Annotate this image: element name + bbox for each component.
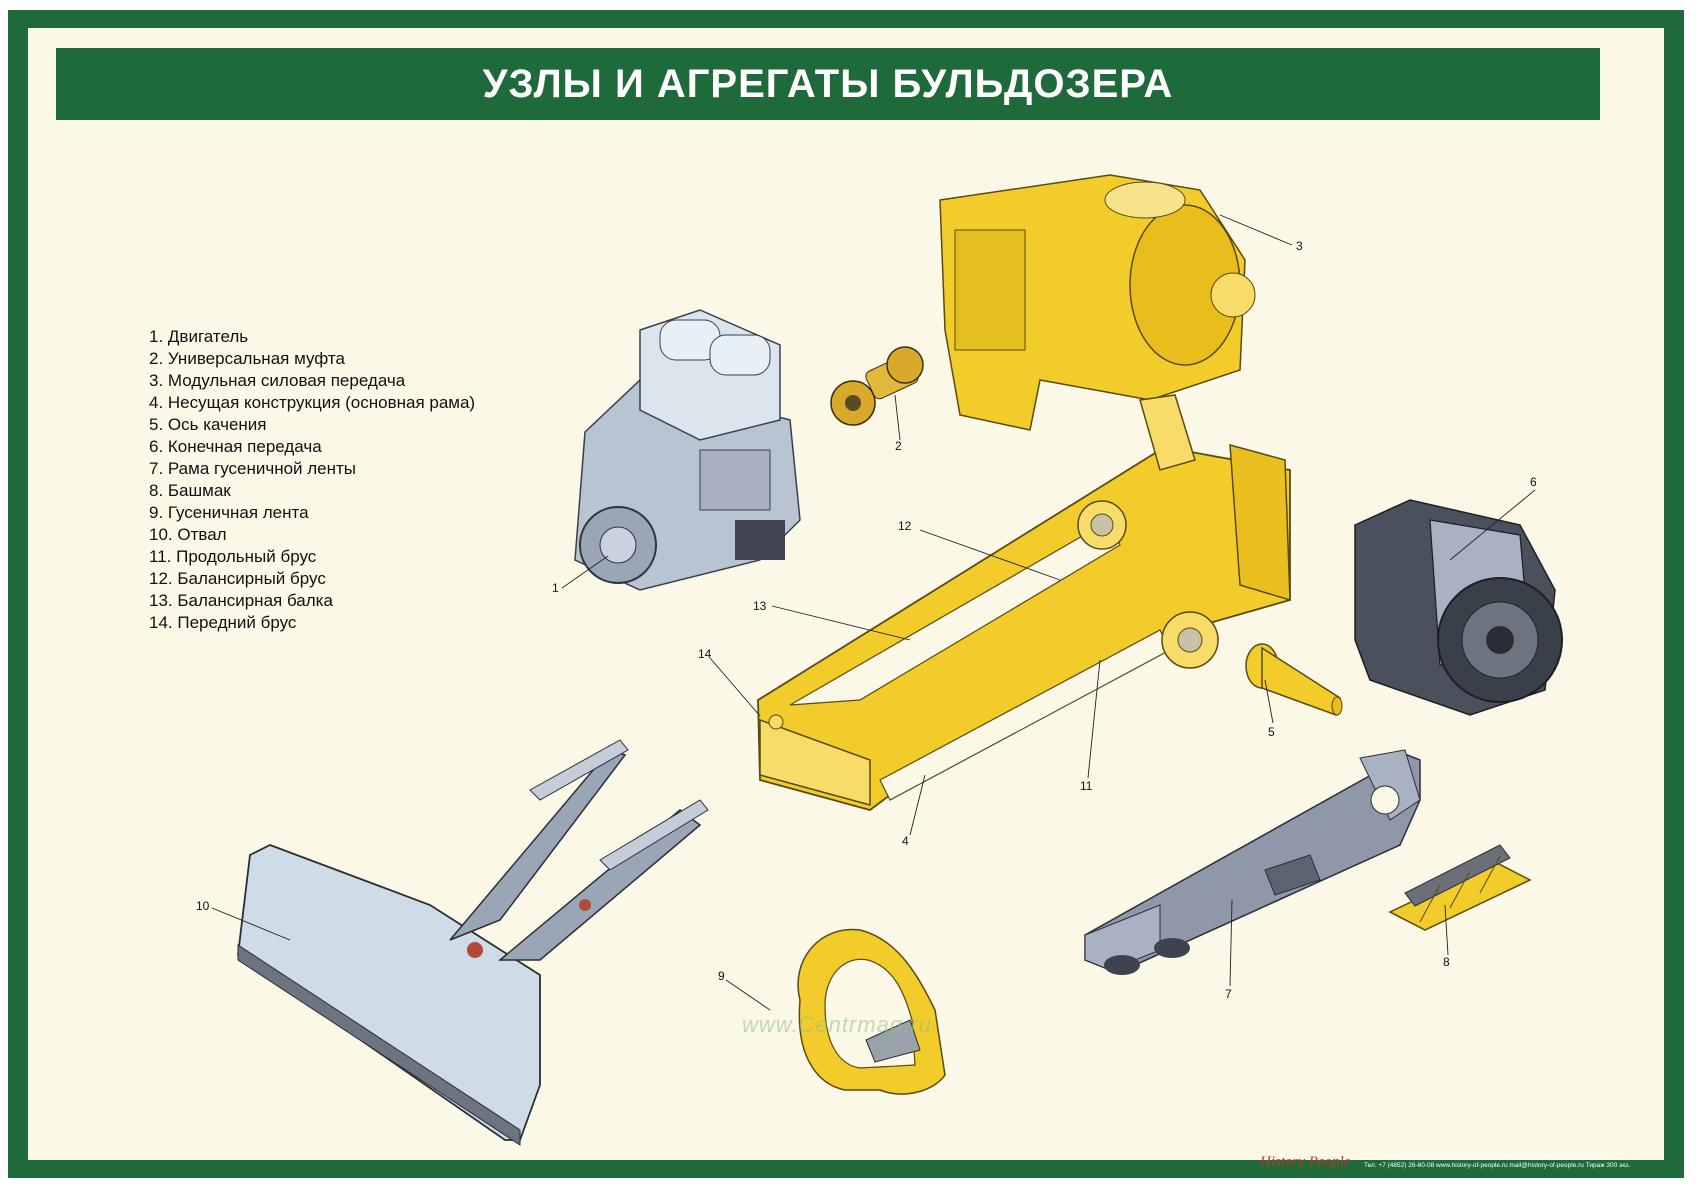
dozer-blade-illustration: [237, 739, 709, 1146]
legend-item: 1. Двигатель: [149, 327, 249, 346]
title-bar: УЗЛЫ И АГРЕГАТЫ БУЛЬДОЗЕРА: [56, 48, 1600, 120]
leader-line: [1449, 489, 1536, 561]
legend-item: 13. Балансирная балка: [149, 591, 333, 610]
leader-line: [1087, 659, 1101, 779]
legend-item: 7. Рама гусеничной ленты: [149, 459, 357, 478]
legend-item: 14. Передний брус: [149, 613, 297, 632]
legend-item: 3. Модульная силовая передача: [149, 371, 406, 390]
universal-joint-illustration: [830, 346, 924, 426]
legend-item: 11. Продольный брус: [149, 547, 317, 566]
callout-number: 1: [552, 581, 559, 595]
legend-list: 1. Двигатель 2. Универсальная муфта 3. М…: [149, 326, 475, 634]
legend-item: 4. Несущая конструкция (основная рама): [149, 393, 476, 412]
leader-line: [1219, 214, 1293, 246]
leader-line: [1229, 899, 1233, 987]
legend-item: 9. Гусеничная лента: [149, 503, 309, 522]
callout-number: 7: [1225, 987, 1232, 1001]
track-chain-illustration: [797, 928, 946, 1095]
final-drive-illustration: [1354, 499, 1563, 716]
legend-item: 10. Отвал: [149, 525, 227, 544]
legend-item: 6. Конечная передача: [149, 437, 322, 456]
leader-line: [561, 555, 609, 589]
publisher-logo: History People: [1260, 1154, 1351, 1170]
page-title: УЗЛЫ И АГРЕГАТЫ БУЛЬДОЗЕРА: [482, 61, 1174, 106]
callout-number: 6: [1530, 475, 1537, 489]
leader-line: [725, 979, 771, 1011]
callout-number: 12: [898, 519, 912, 533]
imprint-line: © Издательство ООО «Хистори оф Пипл» 150…: [1364, 1153, 1627, 1160]
engine-illustration: [574, 309, 801, 591]
callout-number: 13: [753, 599, 767, 613]
track-frame-illustration: [1084, 749, 1421, 975]
legend-item: 5. Ось качения: [149, 415, 267, 434]
power-transmission-illustration: [939, 174, 1256, 431]
legend-item: 2. Универсальная муфта: [149, 349, 345, 368]
callout-number: 14: [698, 647, 712, 661]
leader-line: [894, 394, 901, 441]
callout-number: 2: [895, 439, 902, 453]
main-frame-illustration: [757, 394, 1291, 811]
callout-number: 9: [718, 969, 725, 983]
leader-line: [909, 774, 926, 836]
callout-number: 3: [1296, 239, 1303, 253]
callout-number: 11: [1080, 779, 1093, 793]
footer: History People © Издательство ООО «Хисто…: [1260, 1150, 1680, 1176]
imprint-text: © Издательство ООО «Хистори оф Пипл» 150…: [1364, 1152, 1674, 1170]
leader-line: [771, 605, 911, 641]
leader-line: [919, 529, 1061, 581]
legend-item: 8. Башмак: [149, 481, 231, 500]
imprint-line: Тел. +7 (4852) 26-60-08 www.history-of-p…: [1364, 1162, 1631, 1169]
leader-line: [211, 907, 291, 941]
watermark-text: www.Centrmag.ru: [742, 1012, 932, 1037]
track-shoe-illustration: [1388, 844, 1532, 931]
pivot-axle-illustration: [1245, 643, 1343, 716]
callout-number: 8: [1443, 955, 1450, 969]
leader-line: [1264, 679, 1274, 724]
callout-number: 10: [196, 899, 210, 913]
leader-line: [1444, 904, 1449, 956]
callout-number: 5: [1268, 725, 1275, 739]
legend-item: 12. Балансирный брус: [149, 569, 326, 588]
callout-number: 4: [902, 834, 909, 848]
leader-line: [709, 657, 761, 717]
